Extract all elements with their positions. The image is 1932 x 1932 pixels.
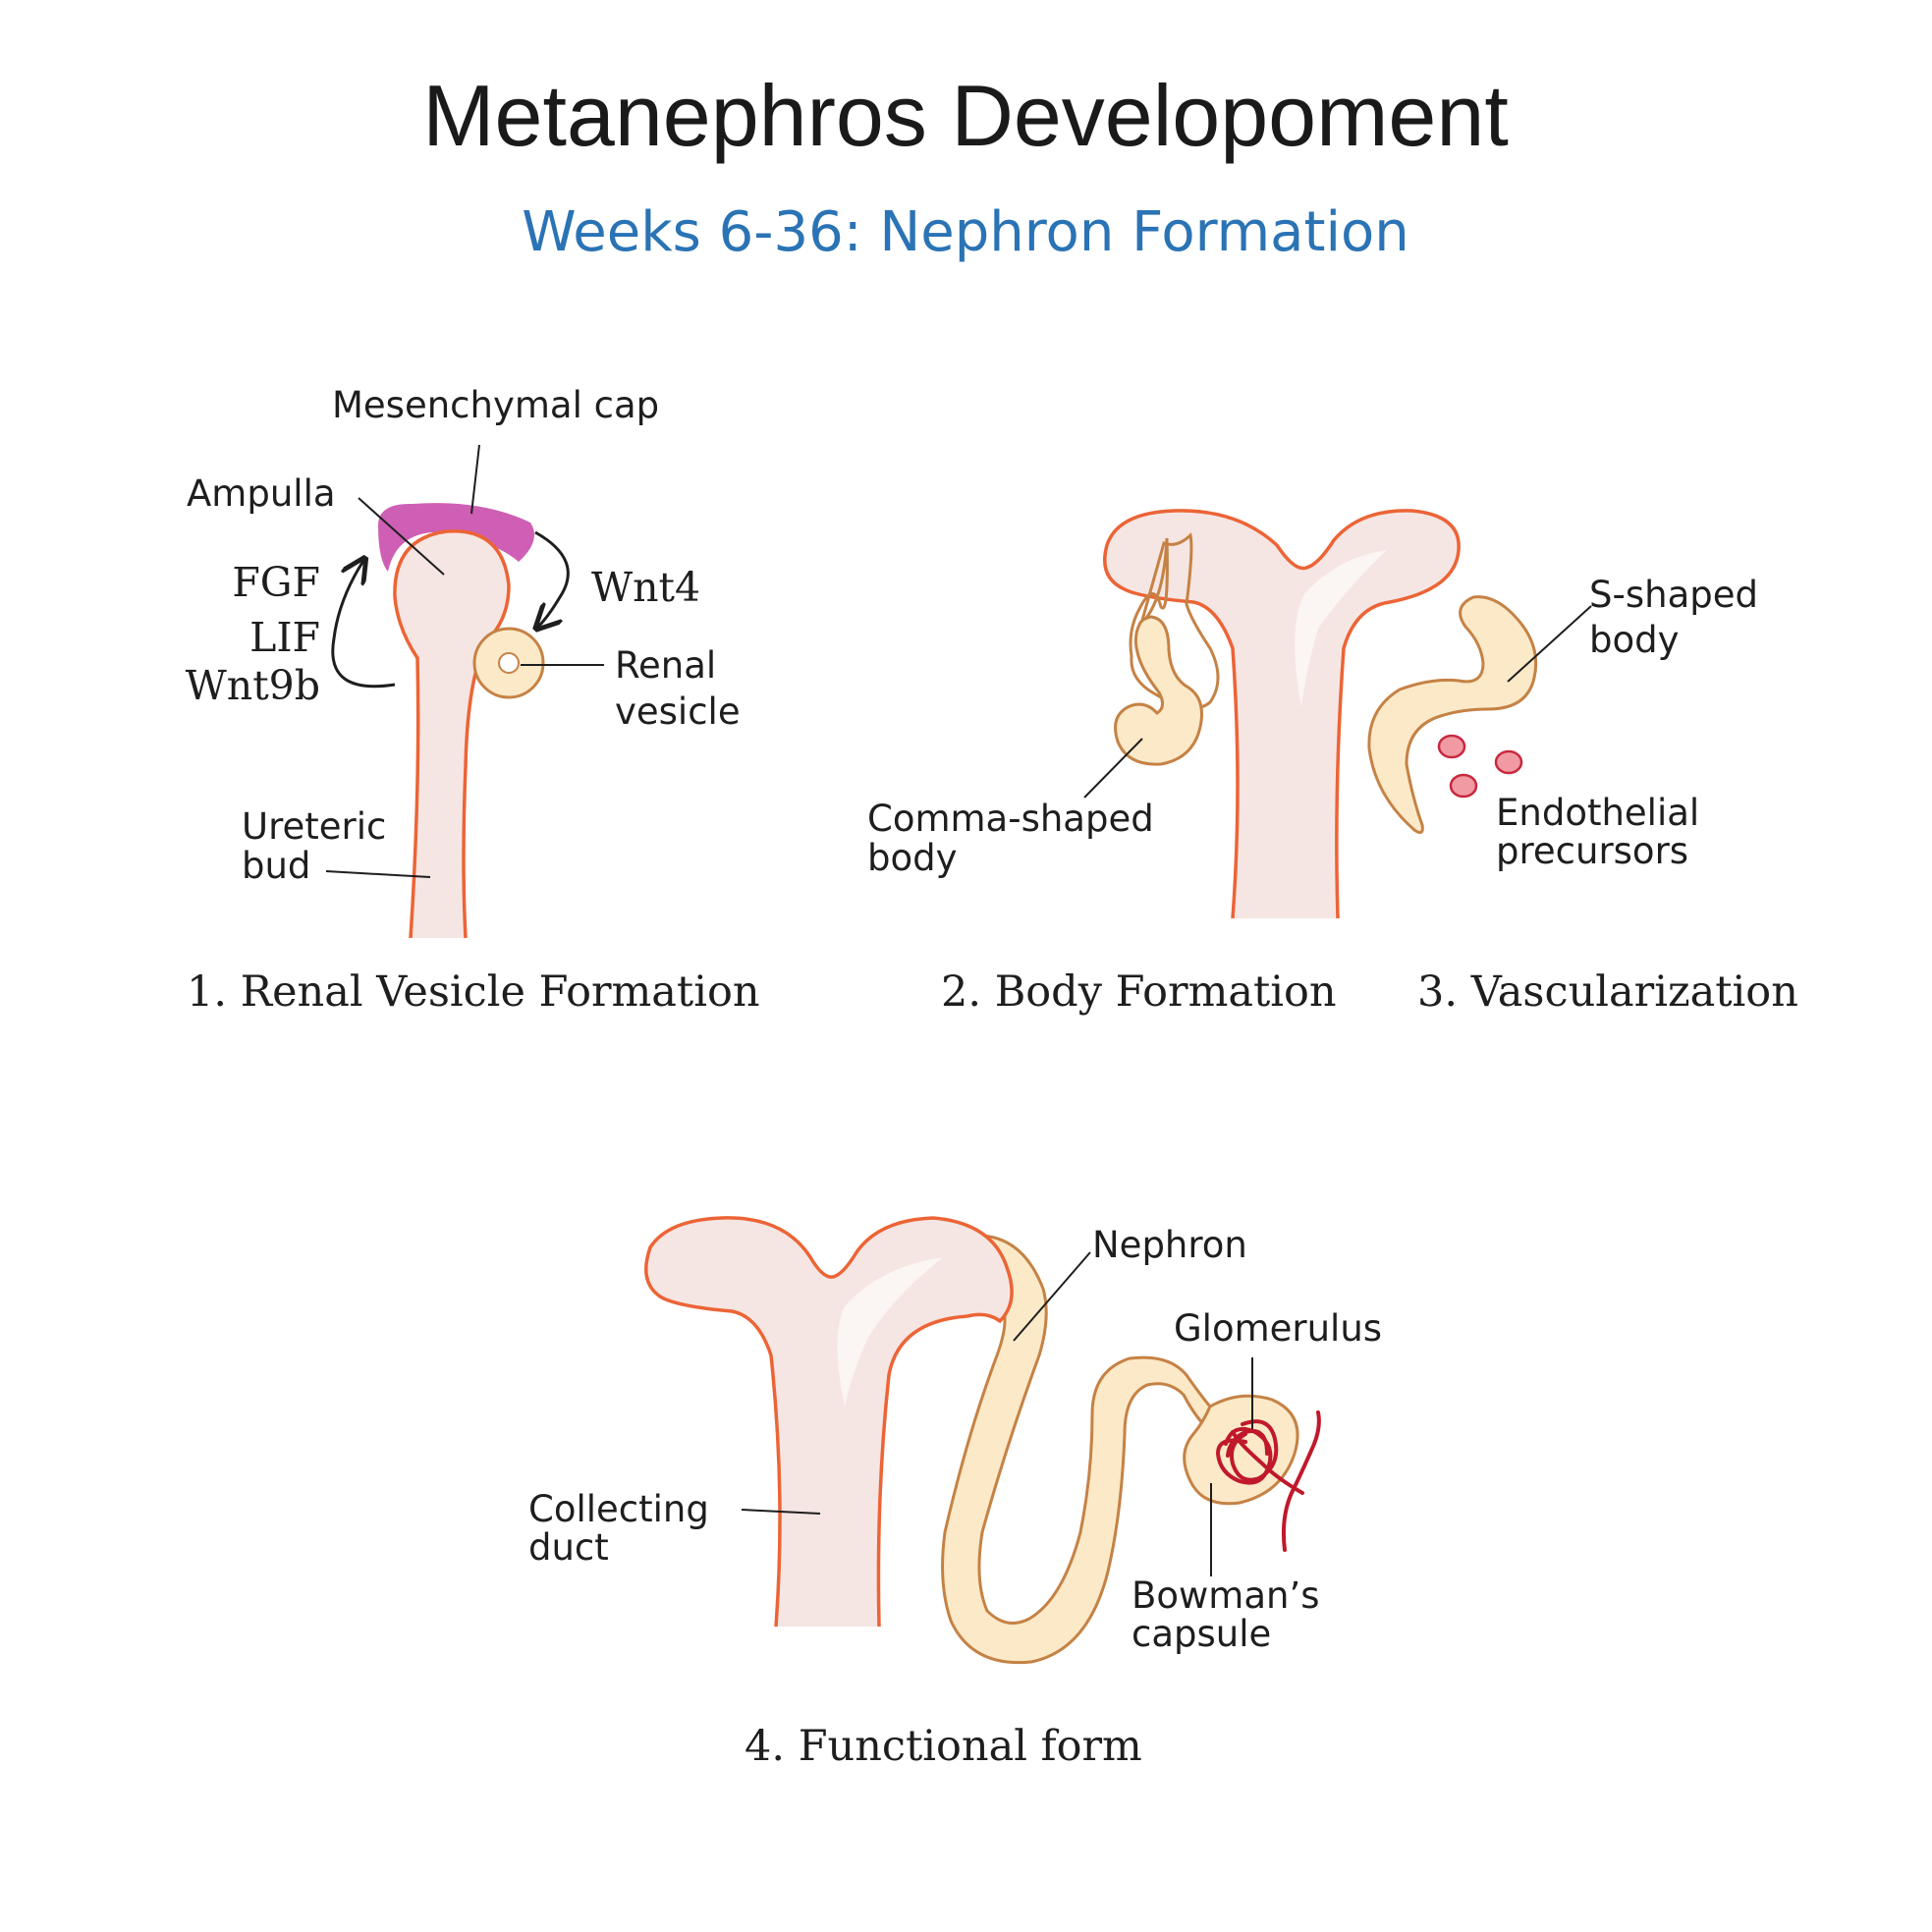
comma-body-outline [1114,615,1203,766]
leader-s-shaped-body [1507,605,1592,683]
label-s-shaped-body-line2: body [1589,619,1680,661]
s-body-outline [1367,595,1538,835]
label-comma-shaped-body-line1: Comma-shaped [867,798,1154,840]
signal-fgf: FGF [232,559,320,606]
page-subtitle: Weeks 6-36: Nephron Formation [522,200,1409,264]
label-bowmans-capsule-line2: capsule [1132,1613,1271,1655]
panel-functional-form: Nephron Glomerulus Collecting duct Bowma… [528,1216,1382,1771]
collecting-duct [644,1216,1014,1628]
label-renal-vesicle-line2: vesicle [615,690,741,733]
label-glomerulus: Glomerulus [1174,1307,1382,1350]
leader-ureteric-bud [325,870,431,878]
leader-comma-shaped-body [1083,738,1143,799]
ureteric-bud [393,529,511,939]
label-ureteric-bud-line2: bud [242,845,310,887]
endothelial-precursor [1494,749,1523,775]
caption-functional-form: 4. Functional form [745,1722,1142,1771]
caption-body-formation: 2. Body Formation [941,967,1337,1017]
glomerulus [1215,1410,1321,1552]
signal-arrow-to-cap [331,561,396,689]
page-title: Metanephros Developoment [422,67,1509,164]
leader-collecting-duct [741,1509,821,1515]
caption-vascularization: 3. Vascularization [1417,967,1798,1017]
label-nephron: Nephron [1092,1224,1247,1266]
label-endothelial-precursors-line2: precursors [1496,830,1688,872]
duct-highlight-4 [837,1257,943,1407]
label-renal-vesicle-line1: Renal [615,644,716,687]
comma-shaped-body [1129,532,1220,710]
label-s-shaped-body-line1: S-shaped [1589,574,1758,616]
leader-mesenchymal-cap [470,444,480,515]
endothelial-precursor [1437,734,1466,759]
label-ureteric-bud-line1: Ureteric [242,805,386,848]
label-bowmans-capsule-line1: Bowman’s [1132,1574,1320,1617]
label-comma-shaped-body-line2: body [867,837,958,879]
signal-lif: LIF [249,614,320,661]
panel-renal-vesicle-formation: Mesenchymal cap Ampulla FGF LIF Wnt9b Wn… [186,384,760,1017]
mesenchymal-cap [378,503,534,572]
endothelial-precursor [1449,773,1478,799]
signal-arrow-wnt4 [535,530,570,627]
label-endothelial-precursors-line1: Endothelial [1496,792,1699,834]
bowmans-capsule [1183,1394,1299,1506]
leader-nephron [1013,1251,1091,1342]
signal-wnt4: Wnt4 [591,564,700,611]
caption-renal-vesicle-formation: 1. Renal Vesicle Formation [187,967,760,1017]
duct-highlight-2 [1295,550,1387,707]
ureteric-tree-2 [1103,509,1461,919]
renal-vesicle-lumen [498,652,520,674]
label-ampulla: Ampulla [187,472,336,515]
leader-ampulla [358,497,445,576]
signal-wnt9b: Wnt9b [186,662,320,709]
panel-body-formation: Comma-shaped body S-shaped body Endothel… [867,509,1798,1017]
label-collecting-duct-line2: duct [528,1526,609,1569]
label-collecting-duct-line1: Collecting [528,1488,709,1530]
label-mesenchymal-cap: Mesenchymal cap [332,384,659,426]
